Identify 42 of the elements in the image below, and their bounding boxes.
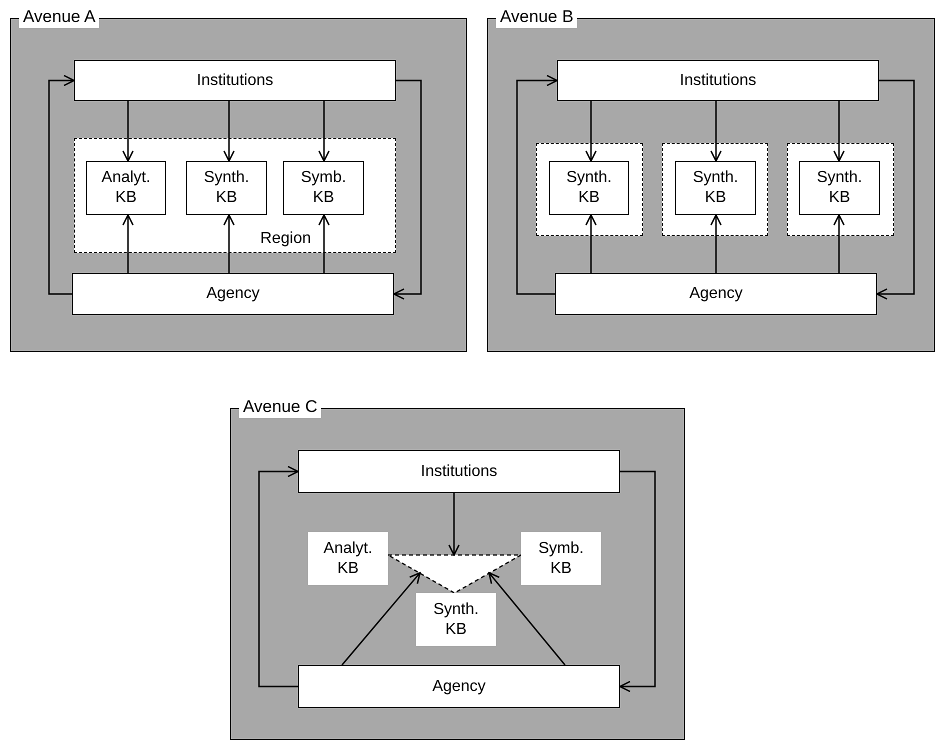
arrow	[223, 101, 235, 162]
dashed-region	[662, 143, 768, 236]
arrow	[876, 80, 915, 300]
arrow	[710, 101, 722, 162]
arrow	[122, 214, 134, 273]
process-box: Institutions	[298, 450, 620, 493]
arrow	[710, 214, 722, 273]
arrow	[833, 214, 845, 273]
process-box: Analyt. KB	[86, 161, 166, 215]
kb-label: Symb. KB	[521, 532, 601, 585]
arrow	[516, 74, 558, 295]
arrow	[448, 493, 460, 556]
dashed-region	[787, 143, 894, 236]
arrow	[122, 101, 134, 162]
arrow	[488, 572, 566, 666]
process-box: Agency	[298, 665, 620, 708]
arrow	[619, 470, 656, 692]
process-box: Synth. KB	[549, 161, 629, 215]
arrow	[48, 74, 75, 295]
arrow	[258, 466, 299, 688]
kb-label: Analyt. KB	[308, 532, 388, 585]
process-box: Symb. KB	[283, 161, 364, 215]
process-box: Synth. KB	[675, 161, 756, 215]
dashed-region	[536, 143, 643, 236]
process-box: Institutions	[74, 60, 396, 101]
arrow	[341, 572, 421, 666]
kb-label: Synth. KB	[416, 593, 496, 646]
process-box: Synth. KB	[186, 161, 267, 215]
arrow	[223, 214, 235, 273]
arrow	[318, 214, 330, 273]
arrow	[585, 214, 597, 273]
region-label: Region	[260, 229, 311, 249]
arrow	[833, 101, 845, 162]
arrow	[393, 80, 422, 300]
dashed-region	[74, 138, 396, 253]
triangle-region	[388, 555, 521, 593]
process-box: Synth. KB	[799, 161, 880, 215]
process-box: Agency	[555, 273, 877, 315]
arrow	[318, 101, 330, 162]
arrow	[585, 101, 597, 162]
process-box: Institutions	[557, 60, 879, 101]
process-box: Agency	[72, 273, 394, 315]
